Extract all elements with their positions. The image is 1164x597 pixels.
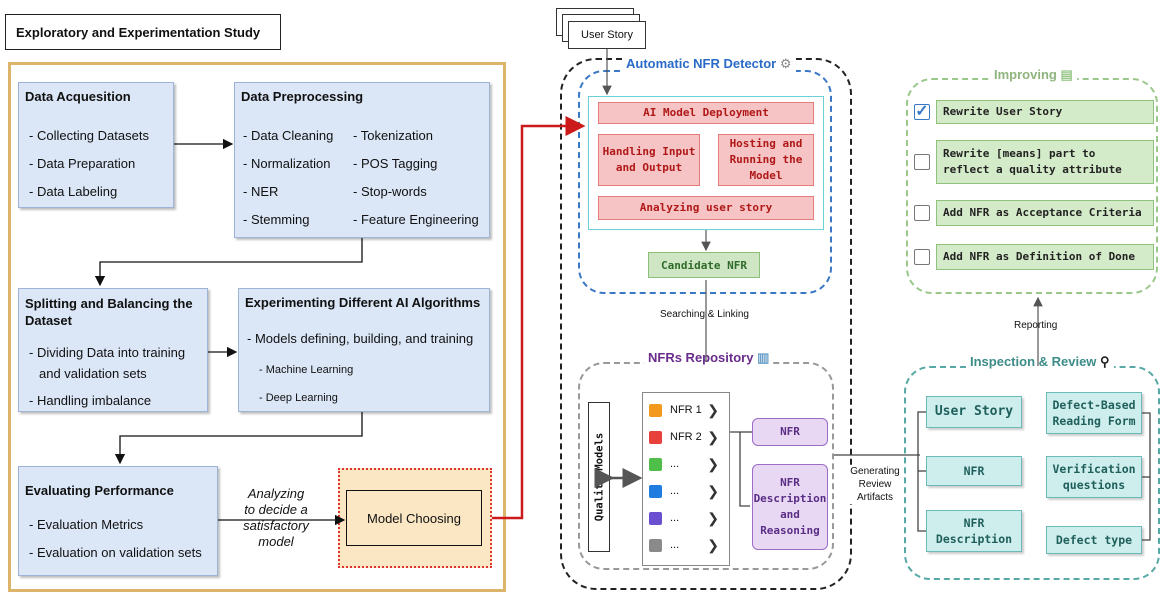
evaluating-box: Evaluating Performance - Evaluation Metr…	[18, 466, 218, 576]
insp-defect-type: Defect type	[1046, 526, 1142, 554]
acq-item: - Data Labeling	[29, 184, 118, 199]
improve-item-text: Rewrite User Story	[936, 100, 1154, 124]
nfr-row: NFR 2❯	[643, 426, 729, 448]
data-acquisition-box: Data Acquesition - Collecting Datasets -…	[18, 82, 174, 208]
split-item: - Handling imbalance	[29, 393, 152, 408]
gear-icon: ⚙	[779, 56, 792, 71]
arrow-prep-split	[94, 238, 363, 287]
improve-item-text: Add NFR as Acceptance Criteria	[936, 200, 1154, 226]
experimenting-box: Experimenting Different AI Algorithms - …	[238, 288, 490, 412]
analyzing-label: Analyzing to decide a satisfactory model	[243, 486, 309, 549]
improve-item: ✓ Rewrite User Story	[912, 100, 1154, 124]
user-story-label: User Story	[581, 29, 633, 41]
exp-item: - Machine Learning	[259, 364, 354, 376]
model-choosing-label: Model Choosing	[367, 510, 461, 526]
arrow-choose-detector	[492, 116, 586, 520]
inspection-title: Inspection & Review ⚲	[966, 354, 1114, 370]
nfr-color-swatch	[649, 538, 662, 552]
bracket-repo	[730, 431, 750, 507]
eval-item: - Evaluation on validation sets	[29, 545, 202, 560]
nfr-color-swatch	[649, 511, 662, 525]
prep-item: - Data Cleaning	[243, 128, 334, 143]
reporting-label: Reporting	[1014, 320, 1058, 331]
acq-item: - Collecting Datasets	[29, 128, 149, 143]
nfr-color-swatch	[649, 484, 662, 498]
repo-nfr-box: NFR	[752, 418, 828, 446]
nfr-list: NFR 1❯ NFR 2❯ ...❯ ...❯ ...❯ ...❯	[642, 392, 730, 566]
improving-title: Improving ▤	[990, 67, 1077, 83]
study-title-box: Exploratory and Experimentation Study	[5, 14, 281, 50]
nfr-color-swatch	[649, 457, 662, 471]
nfr-row: ...❯	[643, 534, 729, 556]
data-preprocessing-box: Data Preprocessing - Data Cleaning - Nor…	[234, 82, 490, 238]
nfr-color-swatch	[649, 403, 662, 417]
prep-item: - Normalization	[243, 156, 331, 171]
clipboard-icon: ▤	[1060, 67, 1073, 82]
nfr-row: NFR 1❯	[643, 399, 729, 421]
acq-item: - Data Preparation	[29, 156, 136, 171]
prep-item: - POS Tagging	[353, 156, 438, 171]
prep-item: - Stemming	[243, 212, 310, 227]
magnifier-icon: ⚲	[1100, 354, 1110, 369]
study-title: Exploratory and Experimentation Study	[16, 24, 261, 40]
checkbox-icon	[914, 249, 930, 265]
nfr-row: ...❯	[643, 507, 729, 529]
user-story-card: User Story	[568, 21, 646, 49]
study-frame	[8, 62, 506, 592]
eval-item: - Evaluation Metrics	[29, 517, 144, 532]
detector-title: Automatic NFR Detector ⚙	[622, 56, 796, 72]
deployment-box: AI Model Deployment	[598, 102, 814, 124]
book-icon: ▥	[757, 350, 770, 365]
improve-item: Add NFR as Definition of Done	[912, 244, 1154, 270]
candidate-nfr-box: Candidate NFR	[648, 252, 760, 278]
insp-nfr: NFR	[926, 456, 1022, 486]
repository-title: NFRs Repository ▥	[644, 350, 774, 366]
split-item: and validation sets	[39, 366, 147, 381]
checkbox-checked-icon: ✓	[914, 103, 930, 120]
improve-item-text: Add NFR as Definition of Done	[936, 244, 1154, 270]
data-acquisition-heading: Data Acquesition	[25, 89, 131, 104]
nfr-color-swatch	[649, 430, 662, 444]
data-preprocessing-heading: Data Preprocessing	[241, 89, 364, 104]
nfr-row: ...❯	[643, 480, 729, 502]
improve-item: Add NFR as Acceptance Criteria	[912, 200, 1154, 226]
prep-item: - Stop-words	[353, 184, 427, 199]
nfr-row: ...❯	[643, 453, 729, 475]
evaluating-heading: Evaluating Performance	[25, 483, 174, 498]
arrow-exp-eval	[114, 412, 363, 465]
prep-item: - Feature Engineering	[353, 212, 479, 227]
model-choosing-box: Model Choosing	[346, 490, 482, 546]
prep-item: - Tokenization	[353, 128, 433, 143]
analyzing-box: Analyzing user story	[598, 196, 814, 220]
exp-item: - Deep Learning	[259, 392, 338, 404]
checkbox-icon	[914, 154, 930, 170]
experimenting-heading: Experimenting Different AI Algorithms	[245, 295, 481, 310]
searching-label: Searching & Linking	[660, 309, 749, 320]
checkbox-icon	[914, 205, 930, 221]
insp-user-story: User Story	[926, 396, 1022, 428]
prep-item: - NER	[243, 184, 279, 199]
split-item: - Dividing Data into training	[29, 345, 186, 360]
exp-item: - Models defining, building, and trainin…	[247, 331, 474, 346]
